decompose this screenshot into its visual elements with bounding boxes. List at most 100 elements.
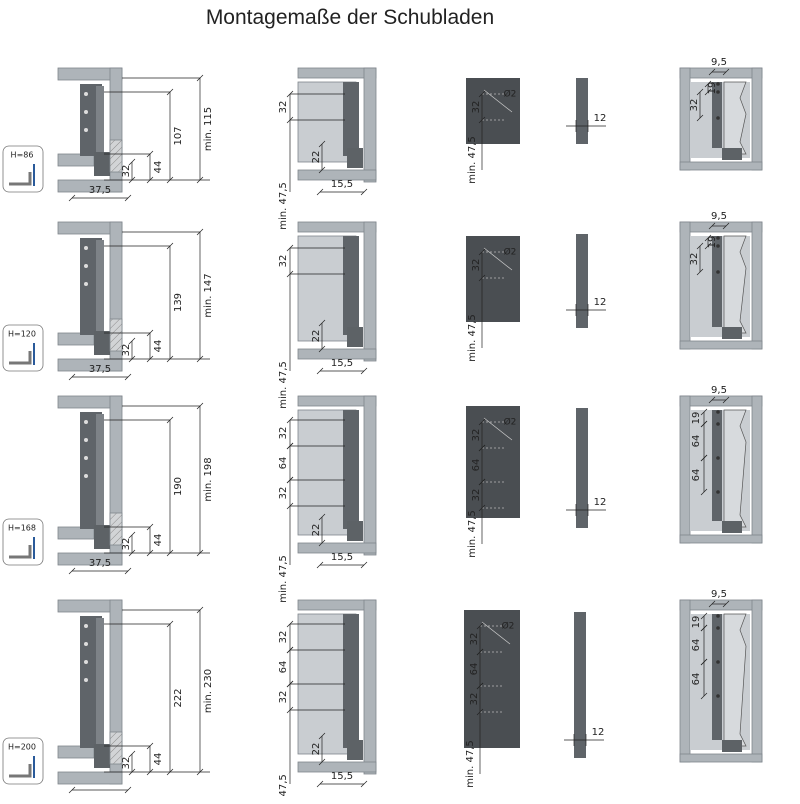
detail-runner-foot — [722, 327, 742, 339]
dimension-tick — [128, 337, 136, 345]
dimension-tick — [166, 620, 174, 628]
dimension-tick — [700, 488, 708, 496]
dimension-tick — [478, 478, 486, 486]
side-strip-view: 12 — [566, 234, 606, 328]
bore-diameter-label: Ø2 — [504, 417, 517, 428]
vertical-dimension-label: 32 — [689, 253, 700, 266]
dimension-tick — [68, 786, 76, 794]
vertical-dimension-label: min. 115 — [203, 107, 214, 151]
dimension-tick — [128, 158, 136, 166]
vertical-dimension-label: 222 — [173, 688, 184, 707]
bore-diagonal — [483, 247, 513, 271]
dimension-tick — [360, 780, 368, 788]
dimension-tick — [478, 90, 486, 98]
detail-top-rail — [679, 599, 763, 611]
screw-hole — [84, 246, 88, 250]
vertical-dimension-label: 44 — [153, 753, 164, 766]
vertical-dimension-label: 32 — [278, 631, 289, 644]
detail-right-wall — [751, 67, 763, 171]
dimension-tick — [700, 612, 708, 620]
detail-top-rail — [679, 67, 763, 79]
dimension-tick — [316, 561, 324, 569]
screw-hole — [84, 456, 88, 460]
vertical-dimension-label: 44 — [153, 340, 164, 353]
bore-hole — [716, 270, 720, 274]
dimension-tick — [700, 420, 708, 428]
badge-profile-icon — [9, 764, 32, 778]
vertical-dimension-label: min. 47,5 — [467, 510, 478, 557]
vertical-dimension-label: 190 — [173, 477, 184, 496]
badge-profile-icon — [9, 172, 32, 186]
dimension-tick — [146, 150, 154, 158]
dark-side-strip — [576, 234, 588, 328]
cabinet-bottom-panel — [297, 761, 377, 773]
vertical-dimension-label: 32 — [278, 487, 289, 500]
badge-profile-icon — [9, 545, 32, 559]
runner-profile — [347, 740, 363, 760]
vertical-dimension-label: 32 — [469, 693, 480, 706]
vertical-dimension-label: 64 — [471, 459, 482, 472]
screw-hole — [84, 282, 88, 286]
dimension-tick — [128, 355, 136, 363]
dimension-tick — [476, 622, 484, 630]
dimension-tick — [196, 606, 204, 614]
vertical-dimension-label: 32 — [278, 255, 289, 268]
dimension-tick — [166, 355, 174, 363]
detail-side-profile — [712, 236, 722, 327]
dimension-tick — [146, 768, 154, 776]
cabinet-bottom-panel — [57, 552, 123, 566]
height-badge-label: H=200 — [8, 743, 36, 752]
vertical-dimension-label: min. 47,5 — [467, 136, 478, 183]
drawer-side-inner — [96, 86, 104, 152]
dimension-tick — [166, 88, 174, 96]
dimension-tick — [68, 373, 76, 381]
dimension-tick — [124, 786, 132, 794]
dimension-tick — [722, 68, 730, 76]
vertical-dimension-label: 22 — [311, 524, 322, 537]
height-badge-label: H=168 — [8, 524, 36, 533]
bore-diameter-label: Ø2 — [504, 89, 517, 100]
vertical-dimension-label: 19 — [707, 236, 718, 249]
drawer-side-profile — [343, 410, 359, 529]
bore-diameter-label: Ø2 — [504, 247, 517, 258]
bore-diagonal — [481, 621, 511, 645]
screw-hole — [84, 660, 88, 664]
page-title: Montagemaße der Schubladen — [205, 6, 495, 29]
cabinet-side-wall — [363, 599, 377, 775]
dimension-tick — [128, 750, 136, 758]
side-strip-view: 12 — [566, 78, 606, 144]
cabinet-bottom-panel — [297, 542, 377, 554]
detail-bottom-rail — [679, 534, 763, 544]
dark-front-panel — [466, 236, 520, 322]
dimension-tick — [146, 523, 154, 531]
vertical-dimension-label: 32 — [278, 101, 289, 114]
bore-hole — [716, 694, 720, 698]
vertical-dimension-label: 22 — [311, 330, 322, 343]
dimension-tick — [196, 355, 204, 363]
badge-bar-icon — [33, 756, 35, 778]
bore-diagonal — [483, 89, 513, 113]
vertical-dimension-label: 32 — [121, 165, 132, 178]
dimension-tick — [286, 680, 294, 688]
vertical-dimension-label: min. 47,5 — [465, 740, 476, 787]
dimension-tick — [166, 768, 174, 776]
badge-profile-icon — [9, 351, 32, 365]
dimension-tick — [360, 188, 368, 196]
dimension-tick — [360, 561, 368, 569]
horizontal-dimension-label: 15,5 — [331, 771, 353, 782]
detail-runner-foot — [722, 521, 742, 533]
screw-hole — [84, 128, 88, 132]
dimension-tick — [700, 624, 708, 632]
vertical-dimension-label: 32 — [471, 259, 482, 272]
vertical-dimension-label: 64 — [691, 469, 702, 482]
detail-runner-foot — [722, 148, 742, 160]
runner-profile — [94, 744, 110, 768]
dimension-tick — [696, 88, 704, 96]
vertical-dimension-label: 64 — [278, 661, 289, 674]
vertical-dimension-label: 64 — [691, 673, 702, 686]
dimension-tick — [286, 416, 294, 424]
